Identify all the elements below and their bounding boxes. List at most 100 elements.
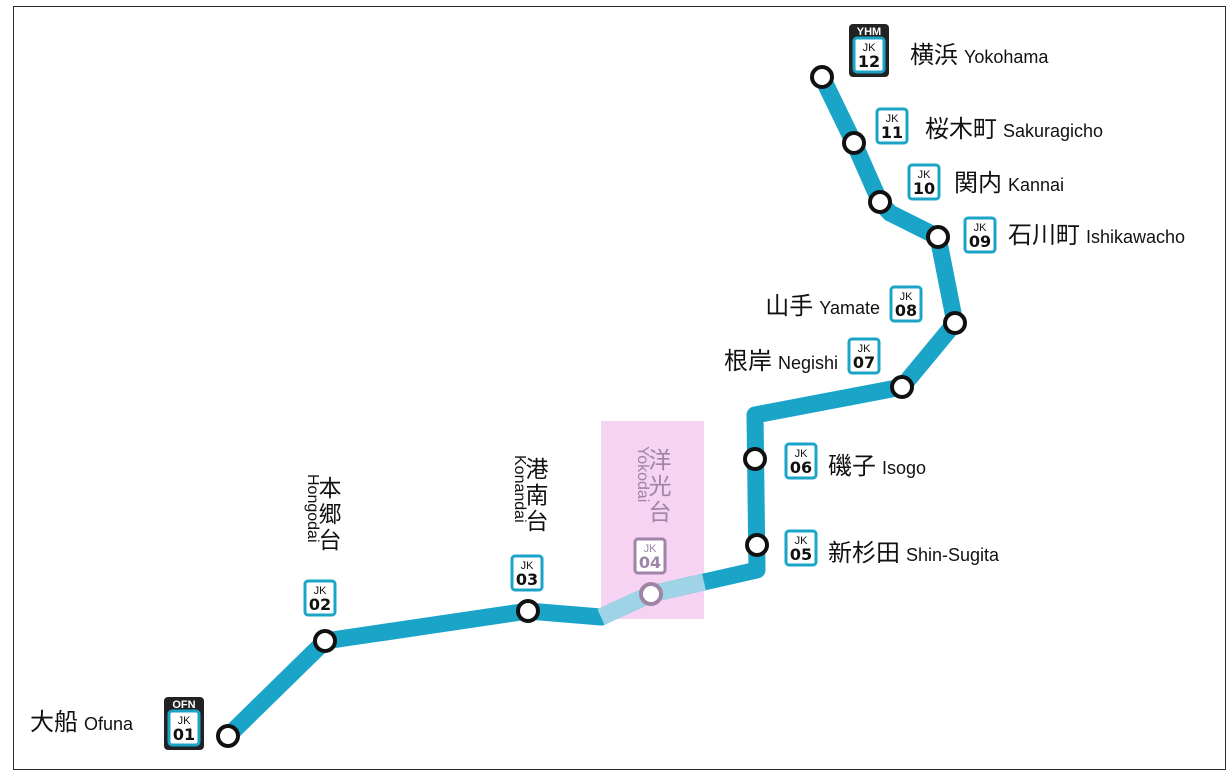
transfer-code: OFN xyxy=(172,699,195,711)
svg-text:郷: 郷 xyxy=(319,502,342,528)
svg-text:台: 台 xyxy=(649,500,672,526)
station-node[interactable] xyxy=(216,724,240,748)
station-name-en: Ishikawacho xyxy=(1086,227,1185,247)
svg-text:台: 台 xyxy=(319,528,342,554)
line-code: JK xyxy=(795,448,809,460)
station-node[interactable] xyxy=(639,582,663,606)
line-code: JK xyxy=(644,543,658,555)
station-name-en: Ofuna xyxy=(84,714,134,734)
station-number: 02 xyxy=(309,595,331,614)
badge-box xyxy=(963,216,997,254)
badge-box xyxy=(633,537,667,575)
station-name-en: Negishi xyxy=(778,353,838,373)
svg-text:光: 光 xyxy=(649,474,672,500)
station-label: 新杉田 Shin-Sugita xyxy=(828,539,1000,567)
map-frame xyxy=(13,6,1226,770)
station-node[interactable] xyxy=(868,190,892,214)
station-name-jp: 桜木町 xyxy=(925,115,997,143)
svg-text:本: 本 xyxy=(319,476,342,502)
badge-box xyxy=(907,163,941,201)
station-name-jp: 本郷台 xyxy=(319,476,342,554)
badge-box xyxy=(847,337,881,375)
badge-box xyxy=(303,579,337,617)
station-number: 03 xyxy=(516,570,538,589)
station-name-jp: 新杉田 xyxy=(828,539,900,567)
station-name-jp: 港南台 xyxy=(526,457,549,535)
line-code: JK xyxy=(314,585,328,597)
badge-box xyxy=(167,709,201,747)
station-name-jp: 横浜 xyxy=(910,41,958,69)
station-node[interactable] xyxy=(313,629,337,653)
station-node[interactable] xyxy=(842,131,866,155)
line-code: JK xyxy=(886,113,900,125)
station-label: 横浜 Yokohama xyxy=(910,41,1049,69)
station-node[interactable] xyxy=(926,225,950,249)
line-code: JK xyxy=(795,535,809,547)
station-number: 04 xyxy=(639,553,661,572)
station-number: 12 xyxy=(858,52,880,71)
station-node[interactable] xyxy=(810,65,834,89)
line-code: JK xyxy=(178,715,192,727)
route-line xyxy=(219,68,964,745)
badge-box xyxy=(889,285,923,323)
svg-text:南: 南 xyxy=(526,483,549,509)
station-node[interactable] xyxy=(943,311,967,335)
station-number: 11 xyxy=(881,123,903,142)
station-name-en: Yokodai xyxy=(634,446,651,502)
svg-text:洋: 洋 xyxy=(649,448,672,474)
badge-box xyxy=(784,442,818,480)
badge-box xyxy=(875,107,909,145)
station-name-en: Hongodai xyxy=(304,474,321,543)
station-number: 06 xyxy=(790,458,812,477)
station-node[interactable] xyxy=(743,447,767,471)
station-number: 07 xyxy=(853,353,875,372)
badge-box xyxy=(852,36,886,74)
station-name-en: Yokohama xyxy=(964,47,1049,67)
station-name-en: Shin-Sugita xyxy=(906,545,1000,565)
line-code: JK xyxy=(858,343,872,355)
station-name-en: Yamate xyxy=(819,298,880,318)
station-node[interactable] xyxy=(516,599,540,623)
station-name-jp: 大船 xyxy=(30,708,78,736)
station-number: 08 xyxy=(895,301,917,320)
station-name-en: Kannai xyxy=(1008,175,1064,195)
station-name-en: Sakuragicho xyxy=(1003,121,1103,141)
station-node[interactable] xyxy=(890,375,914,399)
station-node[interactable] xyxy=(745,533,769,557)
station-name-jp: 磯子 xyxy=(828,452,876,480)
station-name-en: Konandai xyxy=(511,455,528,523)
line-code: JK xyxy=(900,291,914,303)
station-name-en: Isogo xyxy=(882,458,926,478)
station-label: 大船 Ofuna xyxy=(30,708,134,736)
